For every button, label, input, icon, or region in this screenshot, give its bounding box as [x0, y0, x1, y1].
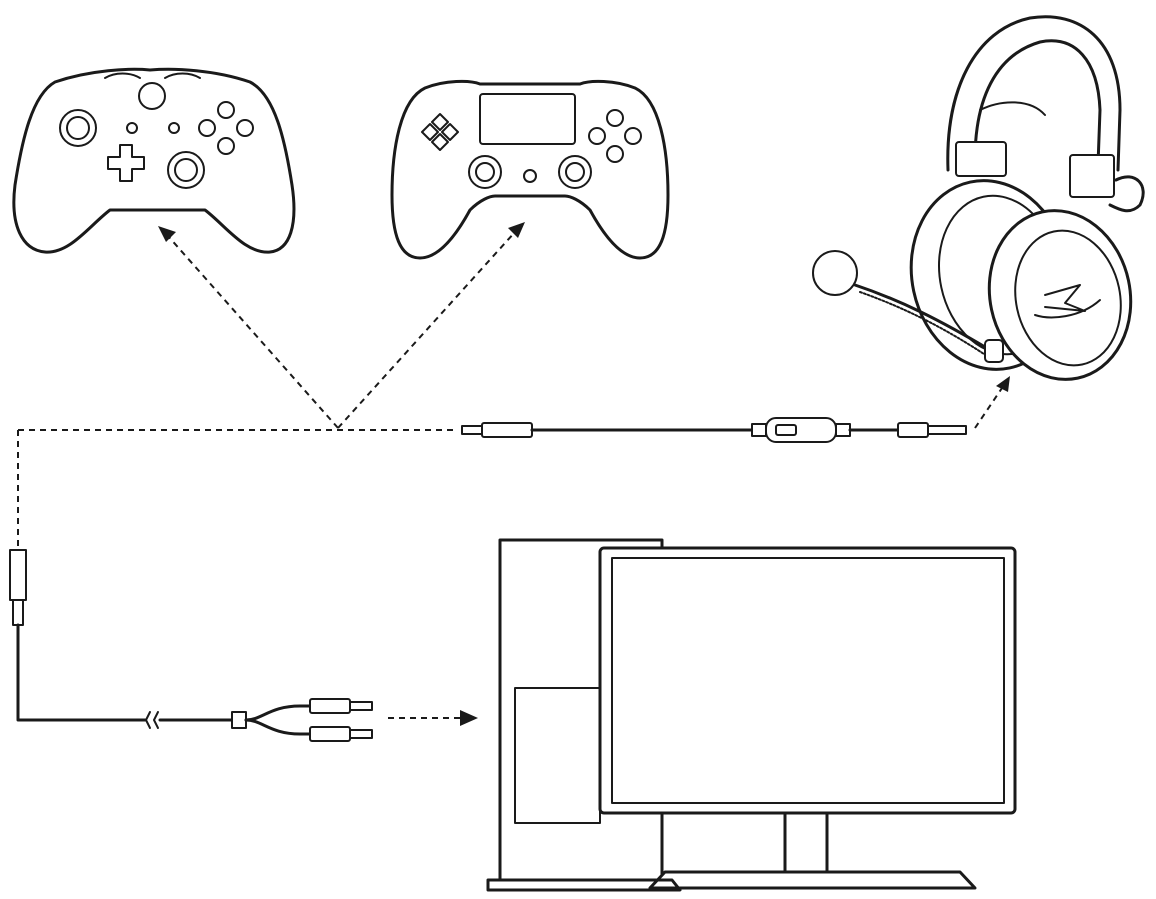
xbox-controller-icon: [12, 67, 296, 254]
connection-arrows: [17, 222, 1010, 726]
inline-control-cable-icon: [461, 417, 967, 443]
hyperx-logo-mark: [1044, 284, 1086, 312]
monitor-icon: [486, 546, 1017, 892]
headset-icon: [812, 15, 1145, 381]
y-splitter-cable-icon: [9, 549, 373, 742]
ps4-controller-icon: [390, 79, 670, 260]
